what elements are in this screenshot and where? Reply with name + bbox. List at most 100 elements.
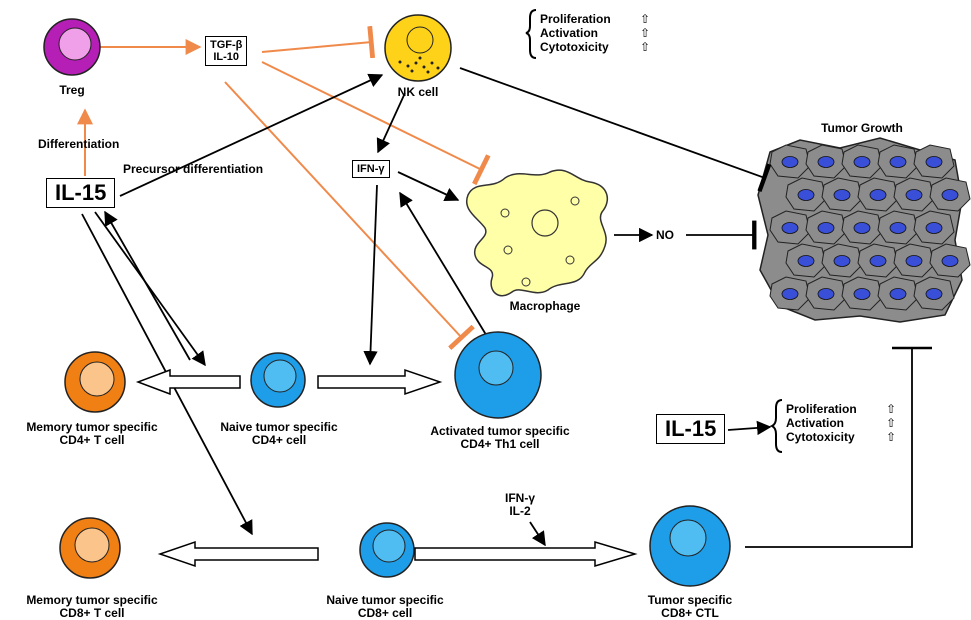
effect-top-activation: Activation <box>540 26 599 40</box>
arrow-naive-cd8-to-ctl <box>414 540 638 568</box>
memory-cd8-line2: CD8+ T cell <box>59 606 125 620</box>
memory-cd4-label: Memory tumor specific CD4+ T cell <box>26 421 157 447</box>
edge-il15-right-to-effects <box>727 420 772 436</box>
edge-activated-to-ctl <box>529 521 546 547</box>
il15-box-right: IL-15 <box>656 414 726 444</box>
tumor-nucleus <box>833 255 851 267</box>
ifn-gamma-mid: IFN-γ <box>505 491 535 505</box>
tumor-nucleus <box>889 156 907 168</box>
arrow-naive-cd8-to-memory <box>157 540 319 568</box>
effect-top-cytotoxicity: Cytotoxicity <box>540 40 609 54</box>
tumor-growth-label: Tumor Growth <box>821 121 903 135</box>
tumor-nucleus <box>925 288 943 300</box>
tumor-nucleus <box>869 189 887 201</box>
tgf-beta-label: TGF-β <box>210 39 243 51</box>
il15-box-left: IL-15 <box>46 178 116 208</box>
naive-cd8-line2: CD8+ cell <box>357 606 413 620</box>
nk-cell-label: NK cell <box>397 85 439 99</box>
up-arrow-icon: ⇧ <box>639 40 650 54</box>
arrow-naive-cd4-to-activated <box>317 368 443 396</box>
differentiation-label: Differentiation <box>38 137 120 151</box>
il2-label: IL-2 <box>509 504 531 518</box>
edge-il15-to-naive-cd4-b <box>104 210 191 361</box>
block-arrows <box>135 368 638 568</box>
memory-cd8-label: Memory tumor specific CD8+ T cell <box>26 594 157 620</box>
tumor-nucleus <box>781 288 799 300</box>
ctl-cell <box>649 505 731 587</box>
up-arrow-icon: ⇧ <box>885 416 896 430</box>
memory-cd8-line1: Memory tumor specific <box>26 593 158 607</box>
memory-cd8-cell <box>59 517 121 579</box>
brace-right-icon <box>769 399 783 453</box>
tumor-nucleus <box>869 255 887 267</box>
tumor-nucleus <box>781 222 799 234</box>
naive-cd8-label: Naive tumor specific CD8+ cell <box>326 594 443 620</box>
naive-cd4-line1: Naive tumor specific <box>220 420 338 434</box>
effect-right-cytotoxicity: Cytotoxicity <box>786 430 855 444</box>
edge-nk-inhibits-tumor <box>459 67 772 193</box>
edge-nk-to-ifn <box>376 92 406 154</box>
activated-cd4-line1: Activated tumor specific <box>430 424 570 438</box>
activated-cd4-label: Activated tumor specific CD4+ Th1 cell <box>430 425 569 451</box>
arrow-naive-cd4-to-memory <box>135 368 241 396</box>
effect-top-row: Activation ⇧ <box>540 26 650 40</box>
macrophage-label: Macrophage <box>509 299 581 313</box>
up-arrow-icon: ⇧ <box>885 430 896 444</box>
tumor-nucleus <box>925 222 943 234</box>
tumor-nucleus <box>817 222 835 234</box>
tumor-nucleus <box>889 288 907 300</box>
no-label: NO <box>656 228 674 242</box>
effect-right-row: Activation ⇧ <box>786 416 896 430</box>
tumor-nucleus <box>925 156 943 168</box>
tumor-nucleus <box>817 288 835 300</box>
memory-cd4-cell <box>64 351 126 413</box>
tumor-nucleus <box>853 222 871 234</box>
effects-top-list: Proliferation⇧ Activation ⇧ Cytotoxicity ⇧ <box>540 12 650 54</box>
effect-top-row: Proliferation⇧ <box>540 12 650 26</box>
tumor-nucleus <box>889 222 907 234</box>
edge-il15-to-nk <box>119 73 384 197</box>
edge-tgf-inhibits-nk <box>261 25 376 59</box>
tumor-nucleus <box>817 156 835 168</box>
edge-tgf-inhibits-activated-cd4 <box>224 81 475 351</box>
ctl-line2: CD8+ CTL <box>661 606 719 620</box>
naive-cd8-cell <box>359 522 415 578</box>
edge-tgf-inhibits-macrophage <box>261 61 491 186</box>
precursor-differentiation-label: Precursor differentiation <box>123 162 264 176</box>
effect-right-row: Cytotoxicity ⇧ <box>786 430 896 444</box>
tumor-nucleus <box>853 156 871 168</box>
tumor-nucleus <box>905 255 923 267</box>
il10-label: IL-10 <box>213 51 240 63</box>
activated-cd4-line2: CD4+ Th1 cell <box>460 437 540 451</box>
tumor-nucleus <box>941 255 959 267</box>
naive-cd4-line2: CD4+ cell <box>251 433 307 447</box>
effect-right-activation: Activation <box>786 416 845 430</box>
up-arrow-icon: ⇧ <box>639 12 650 26</box>
tumor-nucleus <box>941 189 959 201</box>
black-edges <box>81 67 932 548</box>
tumor-nucleus <box>797 189 815 201</box>
ifn-gamma-il2-label: IFN-γ IL-2 <box>505 492 535 518</box>
memory-cd4-line1: Memory tumor specific <box>26 420 158 434</box>
naive-cd4-label: Naive tumor specific CD4+ cell <box>220 421 337 447</box>
ctl-label: Tumor specific CD8+ CTL <box>648 594 732 620</box>
edge-ifn-to-macrophage <box>397 171 460 202</box>
treg-cell <box>43 18 101 76</box>
tgf-il10-box: TGF-β IL-10 <box>205 36 248 66</box>
edge-activated-to-ifn <box>399 191 489 339</box>
up-arrow-icon: ⇧ <box>639 26 650 40</box>
naive-cd4-cell <box>250 352 306 408</box>
naive-cd8-line1: Naive tumor specific <box>326 593 444 607</box>
edge-ctl-inhibits-tumor <box>745 348 913 548</box>
activated-cd4-cell <box>454 331 542 419</box>
tumor-nucleus <box>905 189 923 201</box>
tumor-cluster <box>757 137 971 323</box>
treg-label: Treg <box>59 83 85 97</box>
tumor-nucleus <box>853 288 871 300</box>
effect-right-row: Proliferation⇧ <box>786 402 896 416</box>
ifn-gamma-box: IFN-γ <box>352 160 390 178</box>
tumor-nucleus <box>781 156 799 168</box>
effects-right-list: Proliferation⇧ Activation ⇧ Cytotoxicity ⇧ <box>786 402 896 444</box>
ctl-line1: Tumor specific <box>647 593 733 607</box>
